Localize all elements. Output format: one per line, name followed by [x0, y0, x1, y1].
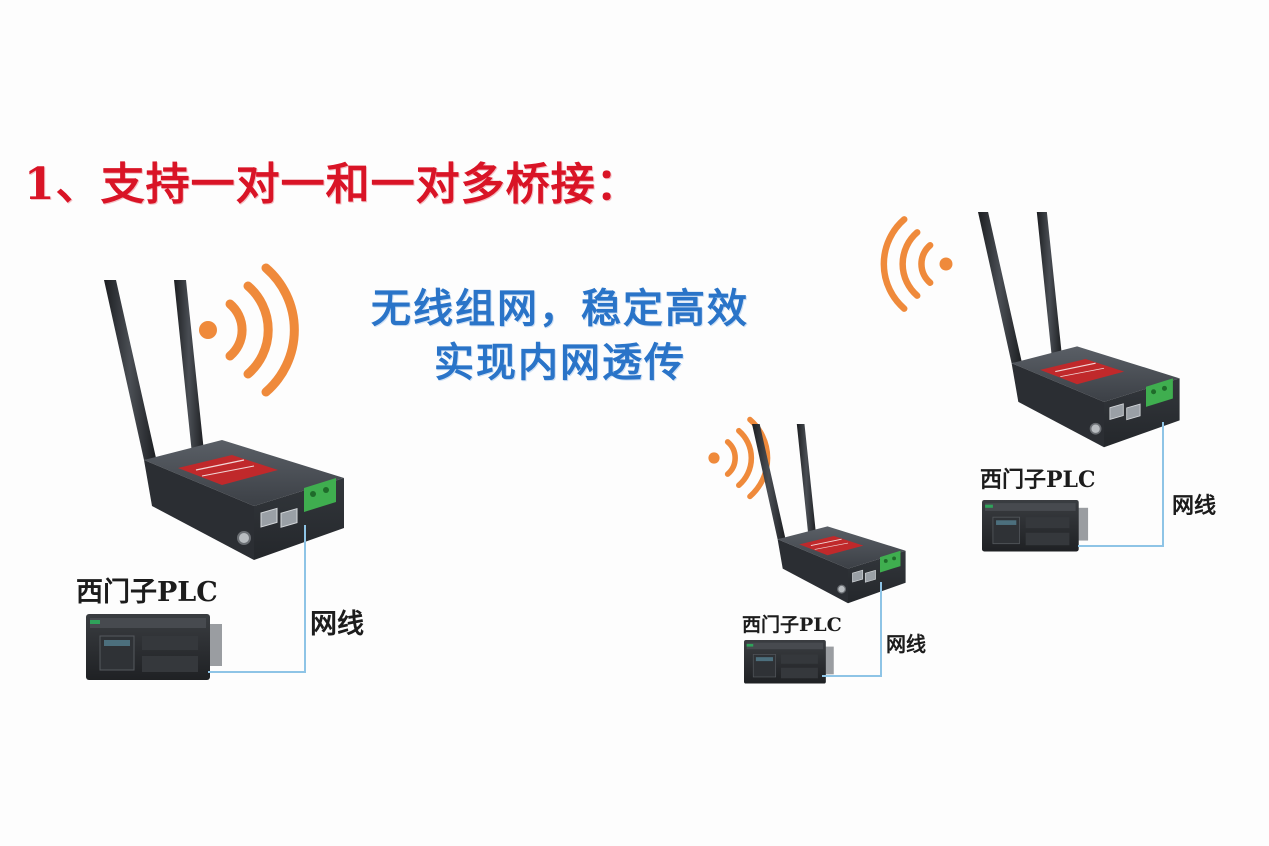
cable-label: 网线 — [886, 632, 926, 656]
wifi-signal-icon — [884, 219, 953, 308]
wifi-signal-icon — [199, 268, 294, 392]
network-cable — [1078, 422, 1164, 547]
router-icon — [103, 279, 345, 561]
plc-label: 西门子PLC — [76, 577, 218, 608]
network-cable — [208, 525, 306, 673]
tagline-line-2: 实现内网透传 — [434, 339, 686, 386]
router-icon — [751, 423, 907, 604]
router-icon — [977, 211, 1181, 449]
section-heading: 1、支持一对一和一对多桥接： — [24, 159, 641, 210]
network-cable — [822, 582, 882, 677]
plc-icon — [981, 499, 1089, 552]
plc-label: 西门子PLC — [980, 467, 1096, 493]
plc-label: 西门子PLC — [742, 614, 842, 636]
plc-icon — [85, 613, 223, 681]
cable-label: 网线 — [310, 609, 364, 640]
cable-label: 网线 — [1172, 493, 1217, 519]
tagline: 无线组网，稳定高效 实现内网透传 — [340, 282, 780, 390]
plc-icon — [743, 639, 835, 684]
tagline-line-1: 无线组网，稳定高效 — [371, 285, 749, 332]
